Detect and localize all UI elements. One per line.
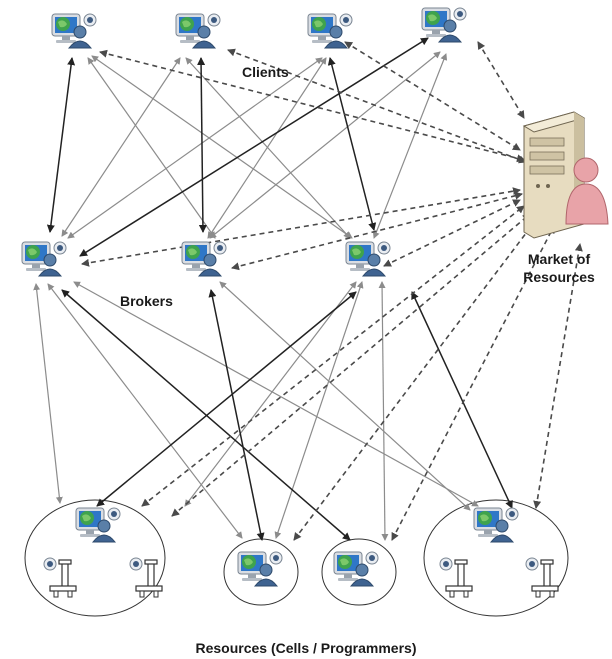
robot-arm-icon [43, 557, 77, 598]
client-icon [51, 13, 97, 49]
client-icon [175, 13, 221, 49]
resource-cell-icon [333, 551, 379, 587]
gray-connections [33, 51, 479, 541]
resources-layer [43, 507, 559, 598]
brokers-layer [21, 241, 391, 277]
broker-icon [345, 241, 391, 277]
market-label-line2: Resources [523, 269, 595, 285]
robot-arm-icon [525, 557, 559, 598]
market-label-line1: Market of [527, 251, 591, 267]
resource-cell-icon [237, 551, 283, 587]
market-connections [81, 41, 583, 541]
clients-layer [51, 7, 467, 49]
market-of-resources-label: Market of Resources [506, 250, 612, 286]
brokers-label: Brokers [120, 293, 173, 309]
resource-cell-icon [75, 507, 121, 543]
client-icon [421, 7, 467, 43]
robot-arm-icon [129, 557, 163, 598]
market-server-icon [522, 111, 609, 239]
solid-connections [46, 37, 513, 541]
broker-icon [21, 241, 67, 277]
clients-label: Clients [242, 64, 289, 80]
resources-caption: Resources (Cells / Programmers) [195, 640, 417, 656]
broker-icon [181, 241, 227, 277]
resource-cell-icon [473, 507, 519, 543]
robot-arm-icon [439, 557, 473, 598]
